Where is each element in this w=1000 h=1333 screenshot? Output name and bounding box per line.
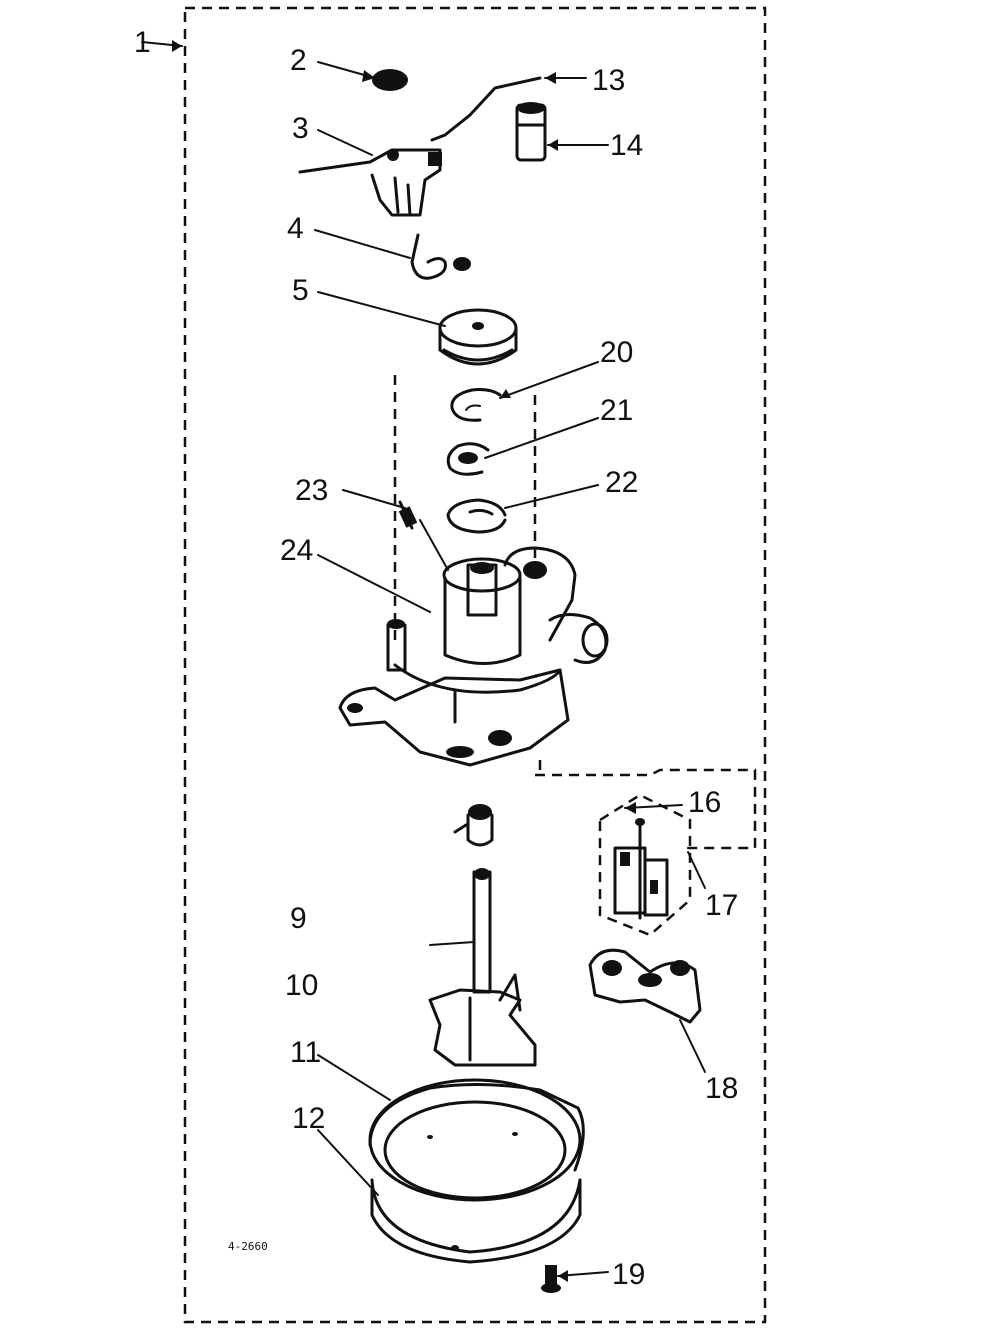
part-24-housing	[338, 546, 609, 767]
part-21-clip	[446, 442, 490, 476]
part-13-wire	[430, 76, 542, 142]
label-18: 18	[705, 1072, 738, 1105]
leader-lines	[141, 40, 706, 1282]
label-14: 14	[610, 129, 643, 162]
part-11-ring	[368, 1078, 585, 1202]
part-20-clip	[450, 388, 502, 422]
label-23: 23	[295, 474, 328, 507]
label-5: 5	[292, 274, 309, 307]
part-5-pulley	[438, 308, 518, 366]
alignment-lines	[393, 375, 542, 775]
assembly-frame	[183, 6, 767, 1324]
part-16-switch	[598, 793, 692, 937]
part-12-basin	[370, 1132, 582, 1264]
label-2: 2	[290, 44, 307, 77]
part-22-washer	[446, 498, 507, 534]
label-11: 11	[290, 1036, 321, 1069]
part-labels: 1 2 13 3 14 4 5 20 21 22 23 24 16 17 9 1…	[134, 26, 738, 1291]
label-22: 22	[605, 466, 638, 499]
part-4-spring	[410, 233, 471, 280]
label-20: 20	[600, 336, 633, 369]
part-2-nut	[372, 69, 408, 91]
label-1: 1	[134, 26, 151, 59]
label-16: 16	[688, 786, 721, 819]
label-12: 12	[292, 1102, 325, 1135]
part-9-bearing	[453, 804, 494, 847]
label-13: 13	[592, 64, 625, 97]
label-21: 21	[600, 394, 633, 427]
part-14-sleeve	[515, 102, 547, 162]
part-19-screw	[541, 1265, 561, 1293]
part-3-bracket	[298, 148, 442, 217]
label-24: 24	[280, 534, 313, 567]
drawing-code: 4-2660	[228, 1240, 268, 1253]
label-10: 10	[285, 969, 318, 1002]
label-4: 4	[287, 212, 304, 245]
label-3: 3	[292, 112, 309, 145]
part-18-bracket	[588, 948, 702, 1024]
label-9: 9	[290, 902, 307, 935]
label-17: 17	[705, 889, 738, 922]
label-19: 19	[612, 1258, 645, 1291]
part-23-key	[398, 500, 418, 530]
part-10-shaft	[428, 868, 537, 1067]
